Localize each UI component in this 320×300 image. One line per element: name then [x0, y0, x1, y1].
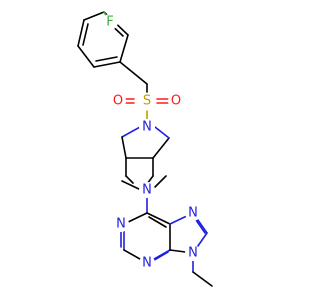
- sulfonamide-nitrogen-label: N: [142, 120, 152, 135]
- right-oxygen-label: O: [171, 94, 181, 109]
- left-oxygen-label: O: [113, 94, 123, 109]
- octahydropyrrolopyrrole: [121, 126, 170, 195]
- atom-labels: F S O O N N N N N N: [102, 14, 201, 271]
- molecule-canvas: F S O O N N N N N N: [77, 11, 213, 287]
- purine-nitrogen-1-label: N: [116, 217, 126, 232]
- molecule-structure: F S O O N N N N N N: [77, 11, 213, 287]
- purine-nitrogen-7-label: N: [188, 206, 198, 221]
- purine-nitrogen-9-label: N: [188, 246, 198, 261]
- fluorine-label: F: [106, 15, 113, 30]
- sulfur-label: S: [143, 94, 151, 109]
- benzyl-bond: [119, 61, 148, 85]
- pyrrolidine-nitrogen-label: N: [142, 183, 152, 198]
- purine-nitrogen-3-label: N: [142, 256, 152, 271]
